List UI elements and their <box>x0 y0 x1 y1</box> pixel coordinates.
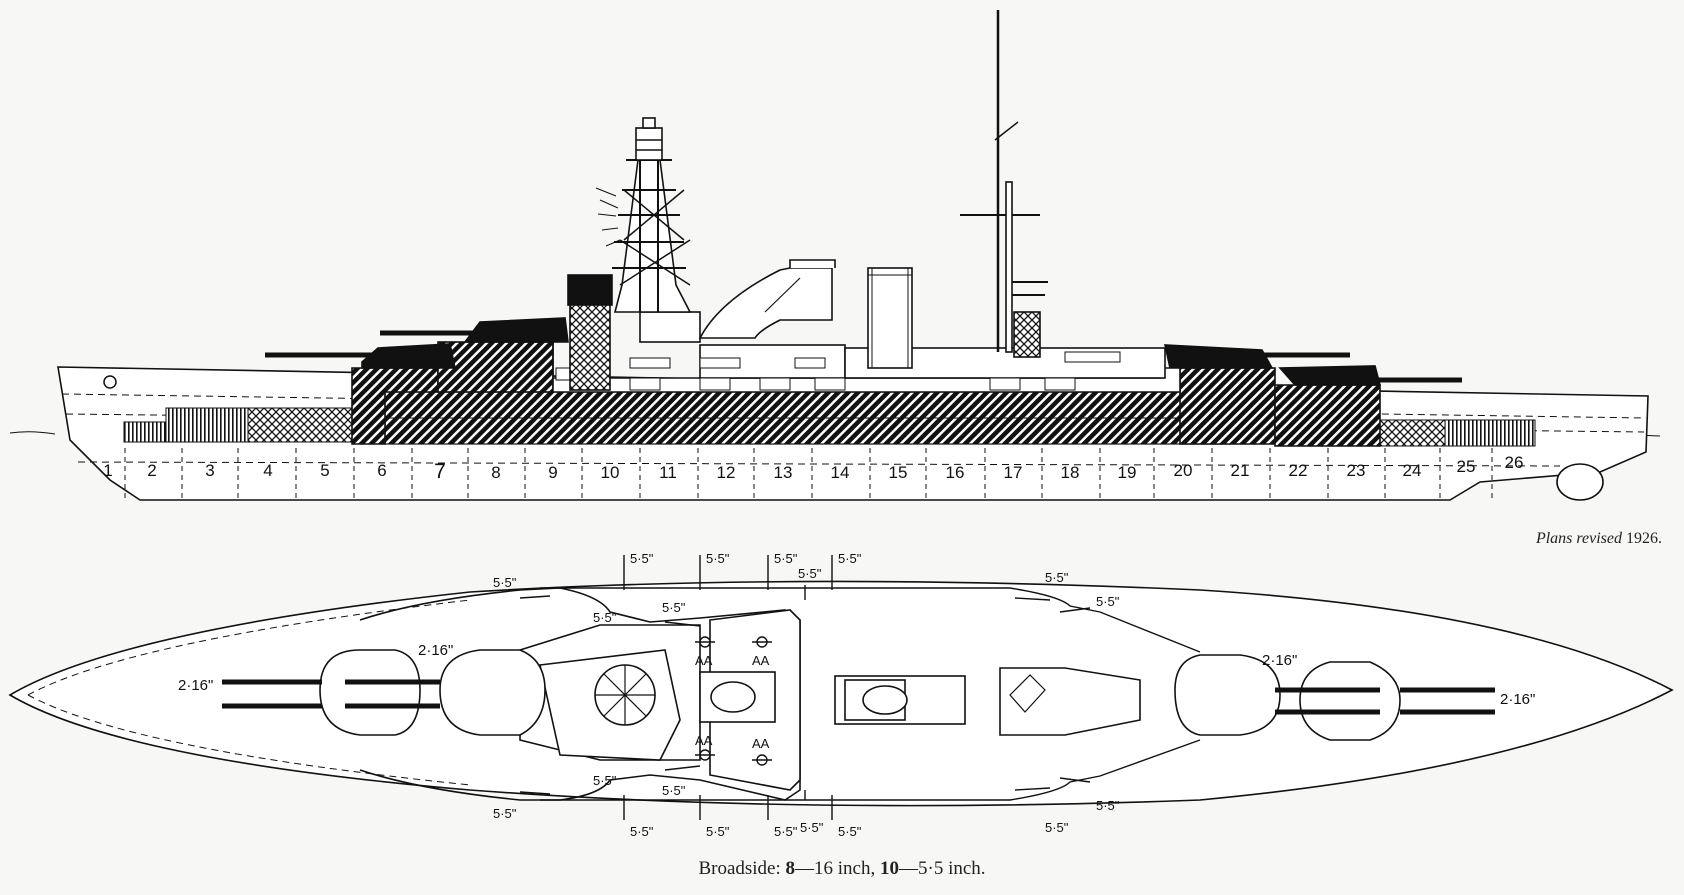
aa-gun-label: AA <box>695 653 713 668</box>
plans-revised-text: Plans revised <box>1535 530 1622 547</box>
secondary-gun-label: 5·5" <box>593 773 617 788</box>
aa-gun-label: AA <box>752 653 770 668</box>
broadside-prefix: Broadside: <box>698 858 781 879</box>
section-number: 22 <box>1289 461 1308 480</box>
section-number: 7 <box>434 460 446 483</box>
secondary-gun-label: 5·5" <box>838 824 862 839</box>
section-number: 25 <box>1457 457 1476 476</box>
secondary-gun-label: 5·5" <box>838 551 862 566</box>
section-number: 18 <box>1061 463 1080 482</box>
turret-a <box>361 343 456 369</box>
secondary-gun-label: 5·5" <box>493 575 517 590</box>
main-gun-label: 2·16" <box>1500 691 1535 708</box>
aa-gun-label: AA <box>752 736 770 751</box>
secondary-gun-label: 5·5" <box>798 566 822 581</box>
barbette-b <box>437 341 554 393</box>
turret-x-plan <box>1174 654 1281 736</box>
aa-gun-label: AA <box>695 733 713 748</box>
secondary-gun-label: 5·5" <box>662 783 686 798</box>
deck-plan <box>8 555 1674 820</box>
casemate-ports <box>555 357 1076 391</box>
secondary-gun-label: 5·5" <box>630 824 654 839</box>
section-number: 26 <box>1505 453 1524 472</box>
section-number: 8 <box>491 463 500 482</box>
turret-b-plan <box>439 649 546 736</box>
secondary-gun-label: 5·5" <box>662 600 686 615</box>
section-number: 6 <box>377 461 386 480</box>
section-number: 15 <box>889 463 908 482</box>
section-number: 5 <box>320 461 329 480</box>
barbette-x <box>1179 367 1276 445</box>
secondary-gun-label: 5·5" <box>1096 798 1120 813</box>
main-gun-label: 2·16" <box>418 642 453 659</box>
gun-labels: 2·16" 2·16" 2·16" 2·16" 5·5" 5·5" 5·5" 5… <box>178 551 1535 839</box>
section-number: 12 <box>717 463 736 482</box>
barbette-y <box>1274 384 1381 447</box>
turret-y-plan <box>1299 661 1401 741</box>
secondary-gun-label: 5·5" <box>493 806 517 821</box>
secondary-gun-label: 5·5" <box>774 824 798 839</box>
side-elevation <box>9 10 1661 501</box>
secondary-gun-label: 5·5" <box>593 610 617 625</box>
broadside-main-count: 8 <box>785 858 796 879</box>
section-number: 13 <box>774 463 793 482</box>
section-number: 14 <box>831 463 850 482</box>
section-number: 2 <box>147 461 156 480</box>
section-number: 19 <box>1118 463 1137 482</box>
main-gun-label: 2·16" <box>178 677 213 694</box>
secondary-gun-label: 5·5" <box>1045 820 1069 835</box>
section-number: 10 <box>601 463 620 482</box>
secondary-gun-label: 5·5" <box>1096 594 1120 609</box>
broadside-main-calibre: —16 inch, <box>795 858 876 879</box>
secondary-gun-label: 5·5" <box>706 551 730 566</box>
section-number: 21 <box>1231 461 1250 480</box>
secondary-gun-label: 5·5" <box>706 824 730 839</box>
section-number: 17 <box>1004 463 1023 482</box>
broadside-caption: Broadside: 8—16 inch, 10—5·5 inch. <box>500 858 1184 880</box>
after-funnel <box>867 267 913 369</box>
section-number: 23 <box>1347 461 1366 480</box>
section-number: 20 <box>1174 461 1193 480</box>
broadside-secondary-calibre: —5·5 inch. <box>899 858 986 879</box>
plans-revised-caption: Plans revised 1926. <box>1400 530 1662 548</box>
section-number: 1 <box>103 461 112 480</box>
turret-y <box>1278 365 1382 386</box>
main-gun-barrels <box>222 679 1495 715</box>
main-gun-label: 2·16" <box>1262 652 1297 669</box>
section-number: 3 <box>205 461 214 480</box>
section-numbers: 1 2 3 4 5 6 7 8 9 10 11 12 13 14 15 16 1… <box>103 453 1523 483</box>
turret-a-plan <box>319 649 421 736</box>
pagoda-foremast <box>595 117 692 313</box>
aa-mounts <box>695 636 772 766</box>
broadside-secondary-count: 10 <box>880 858 899 879</box>
section-number: 16 <box>946 463 965 482</box>
secondary-gun-label: 5·5" <box>1045 570 1069 585</box>
secondary-gun-label: 5·5" <box>630 551 654 566</box>
casemate-leaders <box>519 555 1091 820</box>
section-number: 4 <box>263 461 272 480</box>
section-number: 9 <box>548 463 557 482</box>
mainmast <box>960 10 1048 358</box>
secondary-gun-label: 5·5" <box>800 820 824 835</box>
secondary-gun-label: 5·5" <box>774 551 798 566</box>
plans-revised-year: 1926. <box>1626 530 1662 547</box>
section-number: 24 <box>1403 461 1422 480</box>
turret-x <box>1163 344 1274 369</box>
stern-propeller <box>1556 463 1604 501</box>
turret-b <box>463 317 569 343</box>
trunked-funnel <box>698 267 833 339</box>
section-number: 11 <box>659 463 677 482</box>
